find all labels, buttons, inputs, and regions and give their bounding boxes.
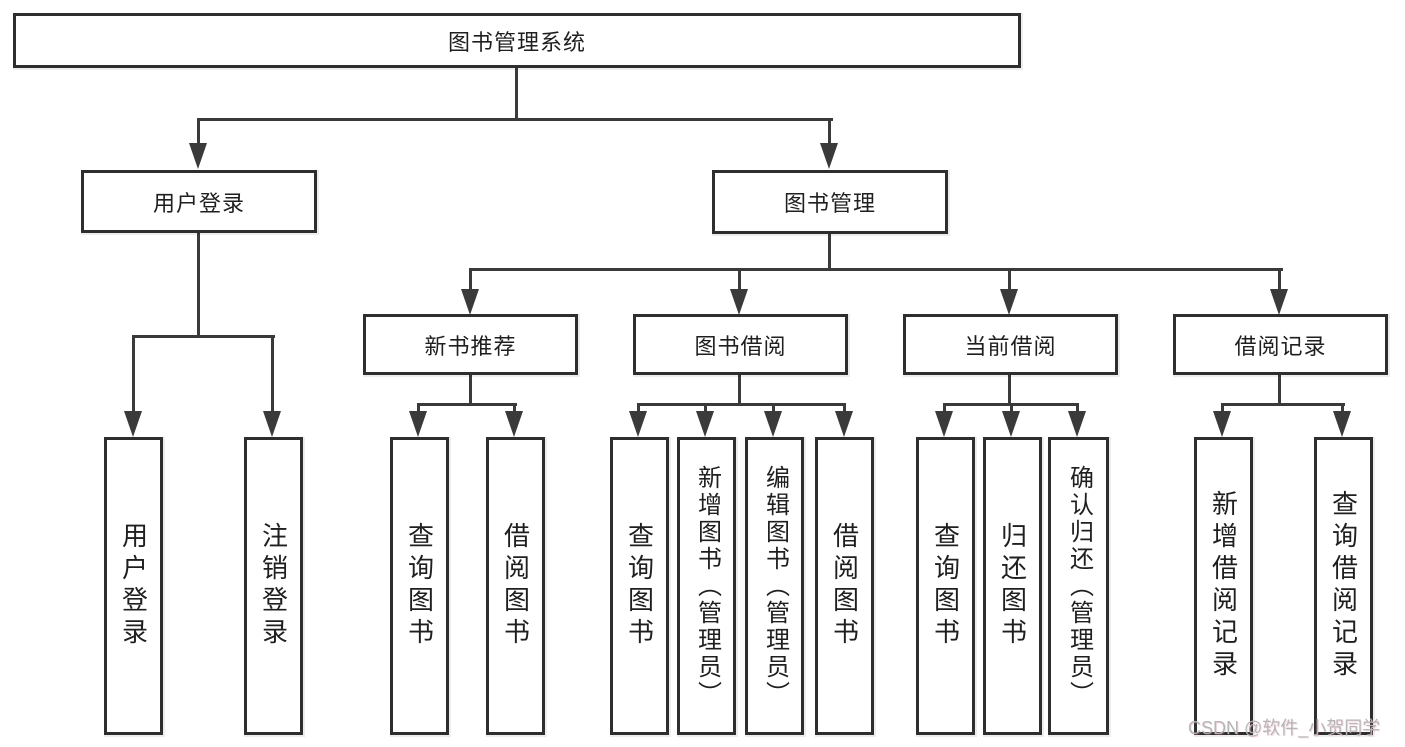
leaf-borrow-book-recommend: 借阅图书 bbox=[486, 437, 545, 735]
connector-line bbox=[1341, 403, 1344, 413]
arrowhead-icon bbox=[696, 411, 714, 437]
node-book-management: 图书管理 bbox=[712, 170, 948, 234]
leaf-confirm-return-admin: 确认归还（管理员） bbox=[1048, 437, 1109, 735]
arrowhead-icon bbox=[189, 143, 207, 169]
leaf-add-borrow-record-label: 新增借阅记录 bbox=[1208, 490, 1239, 682]
connector-line bbox=[197, 118, 200, 144]
node-current-borrow: 当前借阅 bbox=[903, 314, 1118, 375]
arrowhead-icon bbox=[124, 411, 142, 437]
leaf-query-borrow-record: 查询借阅记录 bbox=[1314, 437, 1373, 735]
leaf-logout-label: 注销登录 bbox=[258, 522, 289, 650]
arrowhead-icon bbox=[263, 411, 281, 437]
connector-line bbox=[1008, 375, 1011, 405]
leaf-confirm-return-admin-label: 确认归还（管理员） bbox=[1065, 464, 1093, 708]
node-book-borrow-label: 图书借阅 bbox=[694, 333, 787, 359]
arrowhead-icon bbox=[1068, 411, 1086, 437]
watermark: CSDN @软件_小贺同学 bbox=[1188, 718, 1381, 738]
connector-line bbox=[843, 403, 846, 413]
arrowhead-icon bbox=[820, 143, 838, 169]
connector-line bbox=[132, 335, 135, 411]
connector-line bbox=[469, 268, 1283, 271]
arrowhead-icon bbox=[1333, 411, 1351, 437]
leaf-user-login: 用户登录 bbox=[104, 437, 163, 735]
connector-line bbox=[1010, 403, 1013, 413]
leaf-add-borrow-record: 新增借阅记录 bbox=[1194, 437, 1253, 735]
leaf-edit-book-admin: 编辑图书（管理员） bbox=[745, 437, 804, 735]
node-root-label: 图书管理系统 bbox=[447, 29, 586, 55]
connector-line bbox=[1278, 375, 1281, 405]
leaf-return-book: 归还图书 bbox=[983, 437, 1042, 735]
arrowhead-icon bbox=[629, 411, 647, 437]
leaf-borrow-book: 借阅图书 bbox=[815, 437, 874, 735]
leaf-add-book-admin-label: 新增图书（管理员） bbox=[693, 464, 721, 708]
node-borrow-records-label: 借阅记录 bbox=[1234, 333, 1327, 359]
arrowhead-icon bbox=[1002, 411, 1020, 437]
connector-line bbox=[772, 403, 775, 413]
leaf-query-book-current: 查询图书 bbox=[916, 437, 975, 735]
arrowhead-icon bbox=[409, 411, 427, 437]
leaf-borrow-book-label: 借阅图书 bbox=[829, 522, 860, 650]
leaf-query-book-borrow-label: 查询图书 bbox=[624, 522, 655, 650]
leaf-query-book-current-label: 查询图书 bbox=[930, 522, 961, 650]
connector-line bbox=[271, 335, 274, 411]
connector-line bbox=[1221, 403, 1224, 413]
connector-line bbox=[417, 403, 420, 413]
node-borrow-records: 借阅记录 bbox=[1173, 314, 1388, 375]
arrowhead-icon bbox=[461, 289, 479, 315]
leaf-query-book-borrow: 查询图书 bbox=[610, 437, 669, 735]
connector-line bbox=[637, 403, 846, 406]
leaf-query-book-recommend-label: 查询图书 bbox=[404, 522, 435, 650]
leaf-edit-book-admin-label: 编辑图书（管理员） bbox=[761, 464, 789, 708]
node-user-login-label: 用户登录 bbox=[152, 190, 245, 216]
leaf-logout: 注销登录 bbox=[244, 437, 303, 735]
connector-line bbox=[197, 233, 200, 337]
node-book-borrow: 图书借阅 bbox=[633, 314, 848, 375]
node-current-borrow-label: 当前借阅 bbox=[964, 333, 1057, 359]
connector-line bbox=[132, 335, 275, 338]
connector-line bbox=[513, 403, 516, 413]
leaf-query-book-recommend: 查询图书 bbox=[390, 437, 449, 735]
connector-line bbox=[515, 67, 518, 119]
node-new-book-recommend: 新书推荐 bbox=[363, 314, 578, 375]
connector-line bbox=[417, 403, 517, 406]
arrowhead-icon bbox=[505, 411, 523, 437]
arrowhead-icon bbox=[935, 411, 953, 437]
connector-line bbox=[943, 403, 946, 413]
node-book-management-label: 图书管理 bbox=[783, 191, 876, 216]
connector-line bbox=[1278, 268, 1281, 290]
leaf-query-borrow-record-label: 查询借阅记录 bbox=[1328, 490, 1359, 682]
connector-line bbox=[1076, 403, 1079, 413]
connector-line bbox=[1008, 268, 1011, 290]
leaf-user-login-label: 用户登录 bbox=[118, 522, 149, 650]
connector-line bbox=[637, 403, 640, 413]
arrowhead-icon bbox=[1213, 411, 1231, 437]
node-root: 图书管理系统 bbox=[13, 13, 1021, 68]
arrowhead-icon bbox=[1000, 289, 1018, 315]
connector-line bbox=[469, 375, 472, 405]
arrowhead-icon bbox=[1270, 289, 1288, 315]
leaf-return-book-label: 归还图书 bbox=[997, 522, 1028, 650]
connector-line bbox=[828, 234, 831, 270]
arrowhead-icon bbox=[730, 289, 748, 315]
connector-line bbox=[1221, 403, 1345, 406]
connector-line bbox=[704, 403, 707, 413]
leaf-add-book-admin: 新增图书（管理员） bbox=[677, 437, 736, 735]
arrowhead-icon bbox=[835, 411, 853, 437]
leaf-borrow-book-recommend-label: 借阅图书 bbox=[500, 522, 531, 650]
connector-line bbox=[469, 268, 472, 290]
node-new-book-recommend-label: 新书推荐 bbox=[424, 333, 517, 359]
connector-line bbox=[738, 268, 741, 290]
arrowhead-icon bbox=[764, 411, 782, 437]
connector-line bbox=[738, 375, 741, 405]
connector-line bbox=[828, 118, 831, 144]
node-user-login: 用户登录 bbox=[81, 170, 317, 233]
connector-line bbox=[197, 118, 833, 121]
